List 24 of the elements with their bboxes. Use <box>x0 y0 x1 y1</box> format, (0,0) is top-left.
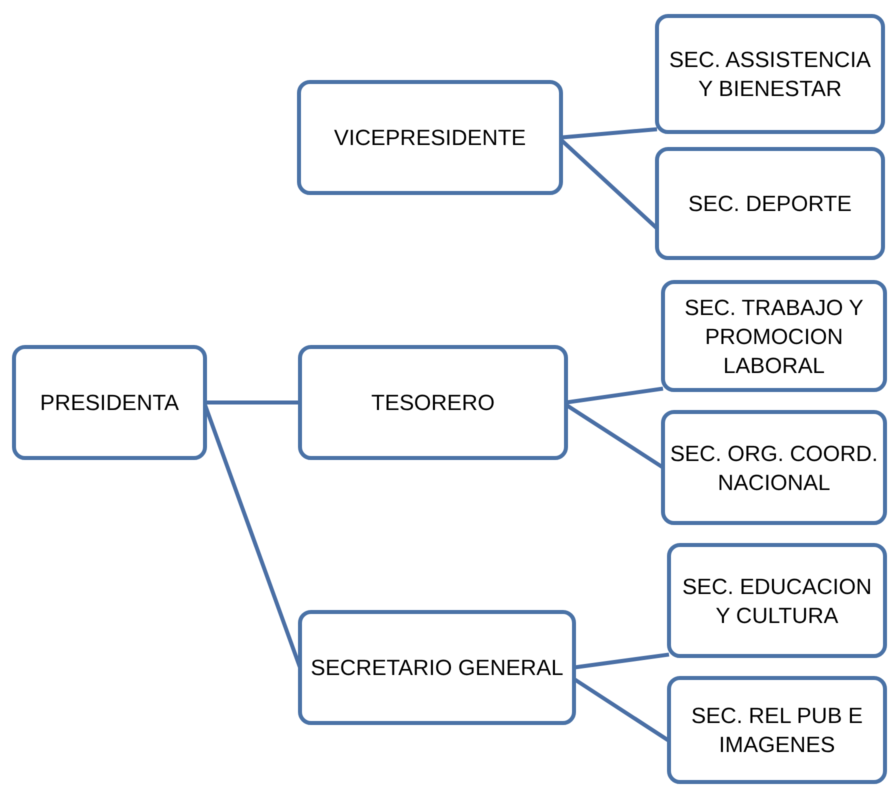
org-box <box>298 610 576 725</box>
role-label: SECRETARIO GENERAL <box>310 654 564 682</box>
org-box <box>12 345 207 460</box>
org-box <box>661 410 887 525</box>
role-label: SEC. REL PUB E IMAGENES <box>690 702 864 759</box>
org-box <box>298 345 568 460</box>
connector-line <box>566 386 664 404</box>
role-label: SEC. ASSISTENCIA Y BIENESTAR <box>668 46 872 103</box>
role-label: SEC. TRABAJO Y PROMOCION LABORAL <box>684 294 864 380</box>
connector-line <box>205 400 300 404</box>
org-box <box>661 280 887 392</box>
role-label: TESORERO <box>371 389 495 417</box>
role-label: VICEPRESIDENTE <box>334 124 526 152</box>
org-box <box>655 14 885 134</box>
org-box <box>667 676 887 784</box>
org-box <box>667 543 887 658</box>
role-label: SEC. DEPORTE <box>688 190 852 218</box>
org-box <box>297 80 563 195</box>
org-box <box>655 147 885 260</box>
role-label: SEC. ORG. COORD. NACIONAL <box>669 440 879 496</box>
connector-line <box>574 652 670 670</box>
role-label: PRESIDENTA <box>40 389 179 417</box>
connector-line <box>560 127 658 140</box>
role-label: SEC. EDUCACION Y CULTURA <box>681 572 873 630</box>
